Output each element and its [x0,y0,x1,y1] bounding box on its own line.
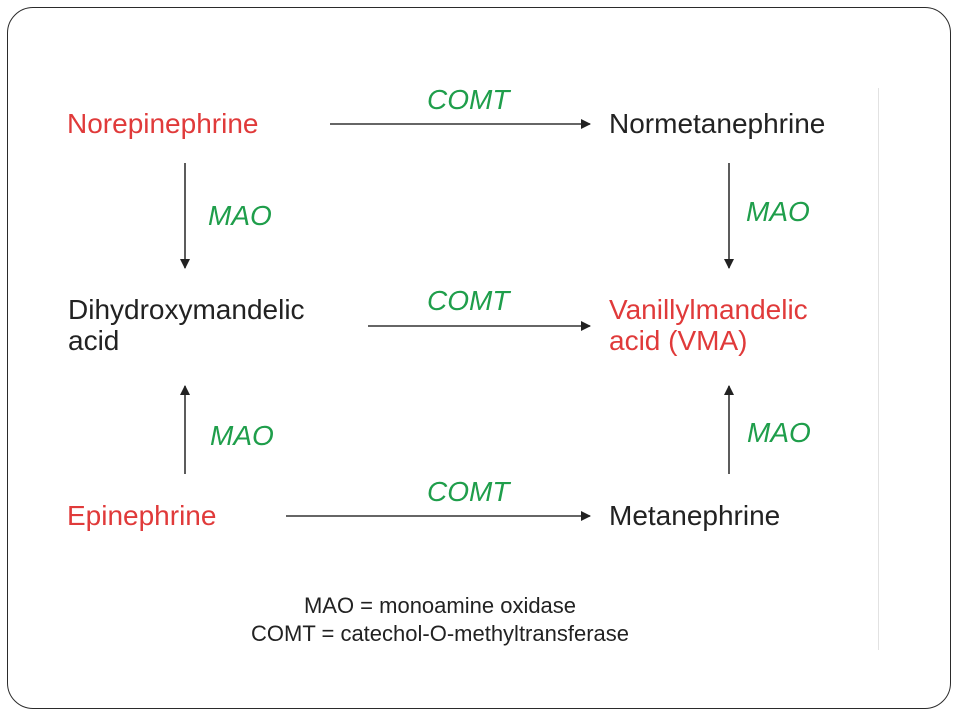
compound-metanephrine: Metanephrine [609,500,781,531]
enzyme-mao-left-top: MAO [208,200,272,231]
legend-comt: COMT = catechol-O-methyltransferase [251,621,629,646]
compound-epinephrine: Epinephrine [67,500,217,531]
figure-edge-line [878,88,879,650]
enzyme-comt-middle: COMT [427,285,510,316]
enzyme-mao-right-top: MAO [746,196,810,227]
enzyme-comt-bottom: COMT [427,476,510,507]
enzyme-mao-left-bottom: MAO [210,420,274,451]
compound-normetanephrine: Normetanephrine [609,108,826,139]
enzyme-comt-top: COMT [427,84,510,115]
legend-mao: MAO = monoamine oxidase [303,593,577,618]
compound-dihydroxymandelic-acid: Dihydroxymandelic acid [68,294,305,356]
compound-vanillylmandelic-acid: Vanillylmandelic acid (VMA) [609,294,808,356]
enzyme-mao-right-bottom: MAO [747,417,811,448]
compound-norepinephrine: Norepinephrine [67,108,259,139]
